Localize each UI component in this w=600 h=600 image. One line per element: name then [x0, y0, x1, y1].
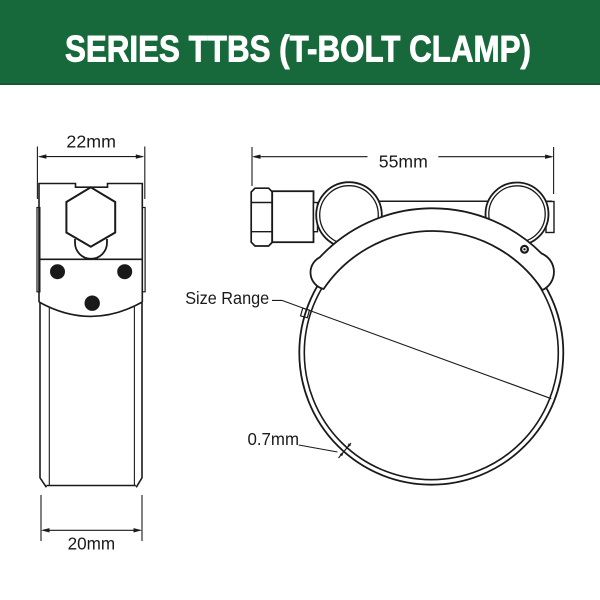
svg-text:SERIES TTBS (T-BOLT CLAMP): SERIES TTBS (T-BOLT CLAMP): [65, 27, 531, 69]
svg-text:22mm: 22mm: [66, 132, 116, 152]
svg-text:0.7mm: 0.7mm: [248, 429, 300, 449]
svg-text:20mm: 20mm: [68, 534, 116, 554]
svg-text:55mm: 55mm: [379, 152, 428, 172]
svg-text:Size Range: Size Range: [185, 288, 269, 308]
